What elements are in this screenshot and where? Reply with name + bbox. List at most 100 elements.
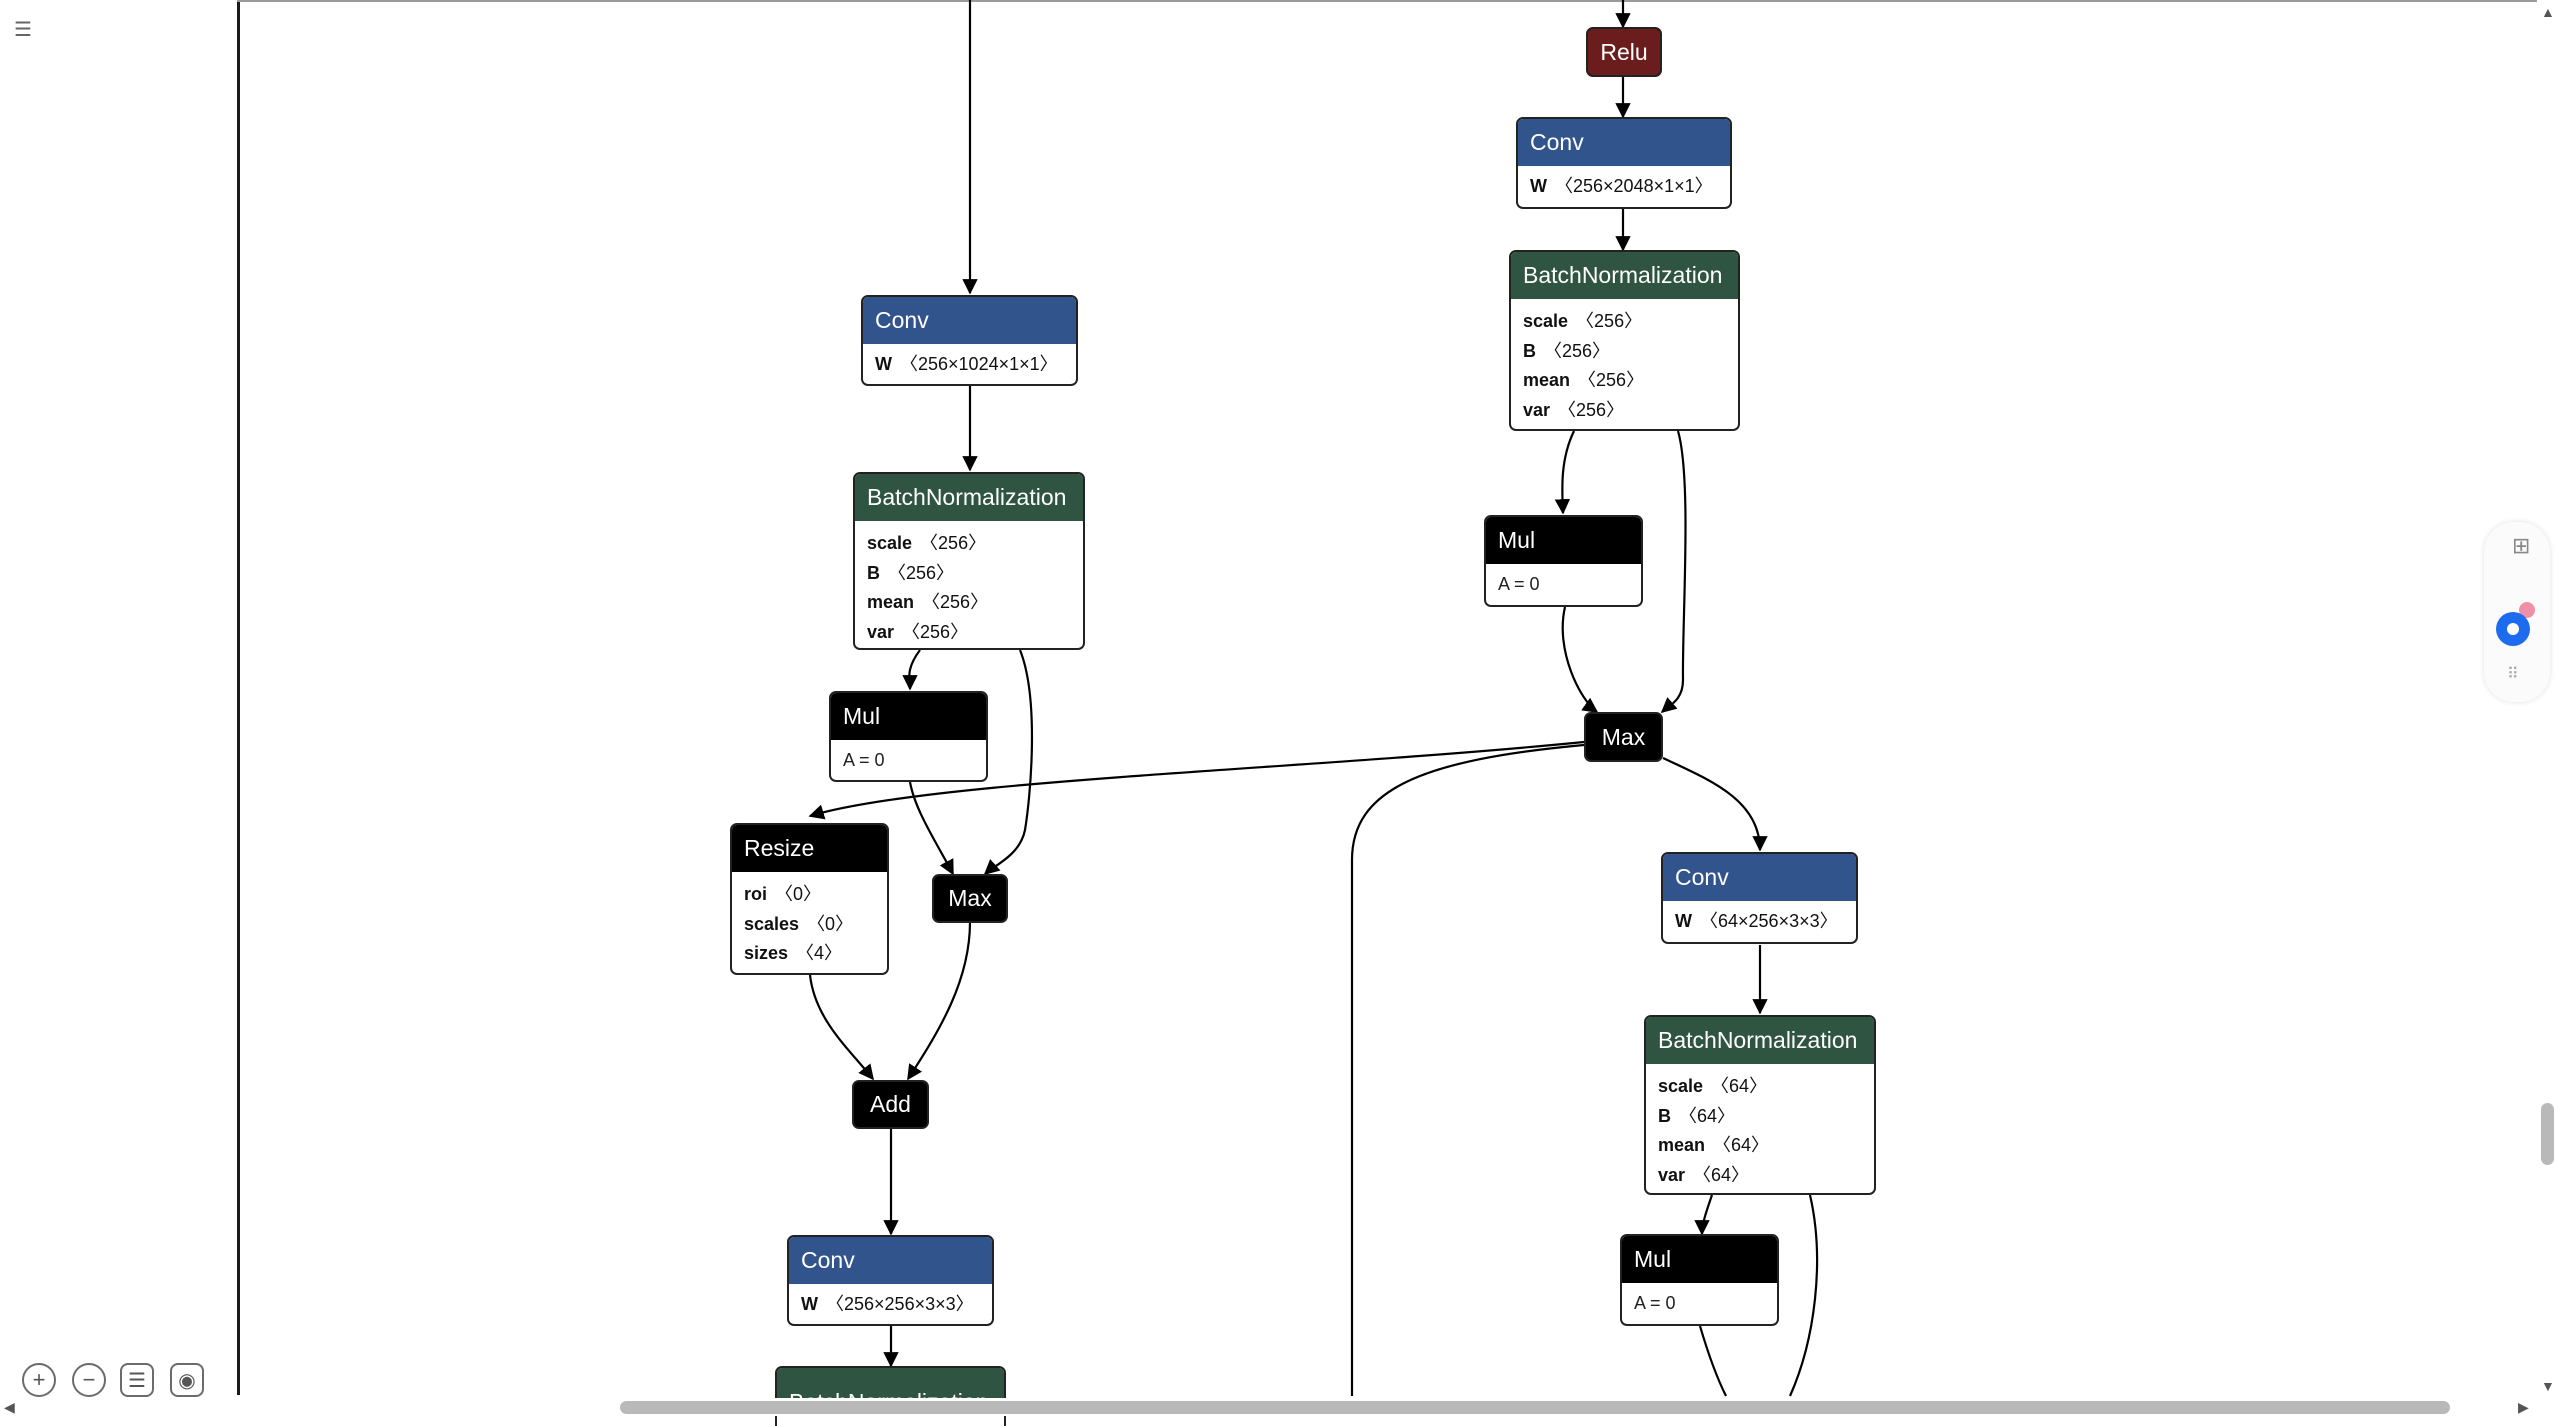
attr-key: mean <box>1523 370 1571 390</box>
attr-value: 〈256〉 <box>922 592 989 612</box>
node-op-label: Conv <box>875 307 929 333</box>
attr-key: W <box>801 1294 818 1314</box>
node-attr: W〈64×256×3×3〉 <box>1663 901 1856 937</box>
node-attr: scale 〈256〉 <box>855 529 1083 559</box>
hamburger-menu-icon[interactable]: ☰ <box>14 19 32 41</box>
node-attr: W 〈256×2048×1×1〉 <box>1518 166 1730 202</box>
zoom-in-icon[interactable]: + <box>22 1363 56 1397</box>
list-icon[interactable]: ☰ <box>120 1363 154 1397</box>
node-op-label: Conv <box>1530 129 1584 155</box>
node-op-label: Mul <box>1634 1246 1672 1272</box>
node-attr: W〈256×1024×1×1〉 <box>863 344 1076 380</box>
attr-value: 〈64〉 <box>1713 1135 1770 1155</box>
node-attr: mean 〈256〉 <box>855 588 1083 618</box>
add-node[interactable]: Add <box>852 1080 929 1129</box>
attr-key: sizes <box>744 943 789 963</box>
node-op-label: Conv <box>1675 864 1729 890</box>
conv-node[interactable]: Conv W 〈256×2048×1×1〉 <box>1516 117 1732 209</box>
mul-node[interactable]: Mul A = 0 <box>1620 1234 1779 1326</box>
node-attr: B〈256〉 <box>1511 337 1738 367</box>
attr-key: var <box>1658 1164 1686 1185</box>
scroll-right-icon[interactable]: ▶ <box>2518 1399 2529 1415</box>
node-op-label: Resize <box>744 835 815 861</box>
attr-key: W <box>1530 176 1547 196</box>
attr-value: 〈256〉 <box>1578 370 1645 390</box>
conv-node[interactable]: Conv W〈256×256×3×3〉 <box>787 1235 994 1326</box>
attr-key: var <box>867 621 895 642</box>
zoom-out-icon[interactable]: − <box>72 1363 106 1397</box>
batchnorm-node[interactable]: BatchNormalization <box>775 1366 1006 1426</box>
attr-key: mean <box>867 592 915 612</box>
mul-node[interactable]: Mul A = 0 <box>1484 515 1643 607</box>
apps-grid-icon[interactable]: ⊞ <box>2512 533 2531 558</box>
attr-value: 〈256〉 <box>920 533 987 553</box>
node-header: BatchNormalization <box>855 474 1083 521</box>
attr-value: 〈0〉 <box>775 884 822 904</box>
node-op-label: Relu <box>1600 38 1648 65</box>
horizontal-scroll-thumb[interactable] <box>620 1401 2450 1414</box>
attr-value: 〈0〉 <box>807 913 854 934</box>
conv-node[interactable]: Conv W〈256×1024×1×1〉 <box>861 295 1078 386</box>
node-attr: B〈64〉 <box>1646 1102 1874 1132</box>
attr-key: scale <box>1523 311 1569 331</box>
scroll-down-icon[interactable]: ▼ <box>2541 1378 2555 1394</box>
attr-value: 〈256×2048×1×1〉 <box>1555 176 1713 196</box>
node-attr: A = 0 <box>1634 1293 1676 1313</box>
node-attr: var 〈64〉 <box>1646 1161 1874 1191</box>
node-op-label: Add <box>870 1091 911 1117</box>
node-attr: scale〈64〉 <box>1646 1072 1874 1102</box>
edge <box>902 649 921 691</box>
attr-value: 〈256〉 <box>902 621 969 642</box>
node-op-label: Mul <box>1498 527 1536 553</box>
node-header: Conv <box>1518 119 1730 166</box>
scroll-left-icon[interactable]: ◀ <box>4 1399 15 1415</box>
node-attr: scales〈0〉 <box>732 910 887 940</box>
node-header: Mul <box>1486 517 1641 564</box>
node-attr: mean 〈256〉 <box>1511 366 1738 396</box>
attr-key: var <box>1523 399 1551 420</box>
target-icon[interactable]: ◉ <box>170 1363 204 1397</box>
node-attr: var 〈256〉 <box>855 618 1083 648</box>
batchnorm-node[interactable]: BatchNormalization scale〈64〉 B〈64〉 mean〈… <box>1644 1015 1876 1195</box>
attr-key: scale <box>867 533 913 553</box>
attr-key: roi <box>744 884 768 904</box>
attr-value: 〈64×256×3×3〉 <box>1700 911 1838 931</box>
node-header: BatchNormalization <box>1646 1017 1874 1064</box>
node-op-label: BatchNormalization <box>867 484 1067 510</box>
node-op-label: Max <box>1601 723 1646 750</box>
attr-value: 〈64〉 <box>1693 1164 1750 1185</box>
node-attr: scale〈256〉 <box>1511 307 1738 337</box>
relu-node[interactable]: Relu <box>1586 27 1662 77</box>
node-attr: var〈256〉 <box>1511 396 1738 426</box>
batchnorm-node[interactable]: BatchNormalization scale〈256〉 B〈256〉 mea… <box>1509 250 1740 431</box>
attr-key: scale <box>1658 1076 1704 1096</box>
attr-value: 〈256〉 <box>1544 340 1611 361</box>
drag-handle-icon[interactable]: ⠿ <box>2507 666 2519 683</box>
node-attr: B〈256〉 <box>855 559 1083 589</box>
conv-node[interactable]: Conv W〈64×256×3×3〉 <box>1661 852 1858 944</box>
node-header: Conv <box>1663 854 1856 901</box>
attr-value: 〈64〉 <box>1679 1105 1736 1126</box>
edge <box>1660 430 1687 714</box>
max-node[interactable]: Max <box>1584 712 1663 762</box>
edge <box>1554 430 1575 515</box>
vertical-scroll-thumb[interactable] <box>2541 1103 2554 1165</box>
node-op-label: Conv <box>801 1247 855 1273</box>
max-node[interactable]: Max <box>932 874 1008 923</box>
attr-value: 〈256〉 <box>888 562 955 583</box>
node-header: Conv <box>863 297 1076 344</box>
scroll-up-icon[interactable]: ▲ <box>2541 4 2555 20</box>
assistant-icon[interactable] <box>2496 612 2530 646</box>
edge <box>1694 1194 1714 1236</box>
edge <box>907 921 972 1081</box>
batchnorm-node[interactable]: BatchNormalization scale 〈256〉 B〈256〉 mea… <box>853 472 1085 650</box>
node-attr: A = 0 <box>843 750 885 770</box>
resize-node[interactable]: Resize roi〈0〉 scales〈0〉 sizes〈4〉 <box>730 823 889 975</box>
edge <box>1788 1194 1819 1397</box>
edge <box>1350 743 1585 1396</box>
node-header: Resize <box>732 825 887 872</box>
mul-node[interactable]: Mul A = 0 <box>829 691 988 782</box>
attr-value: 〈256×1024×1×1〉 <box>900 354 1058 374</box>
edge <box>808 974 874 1081</box>
